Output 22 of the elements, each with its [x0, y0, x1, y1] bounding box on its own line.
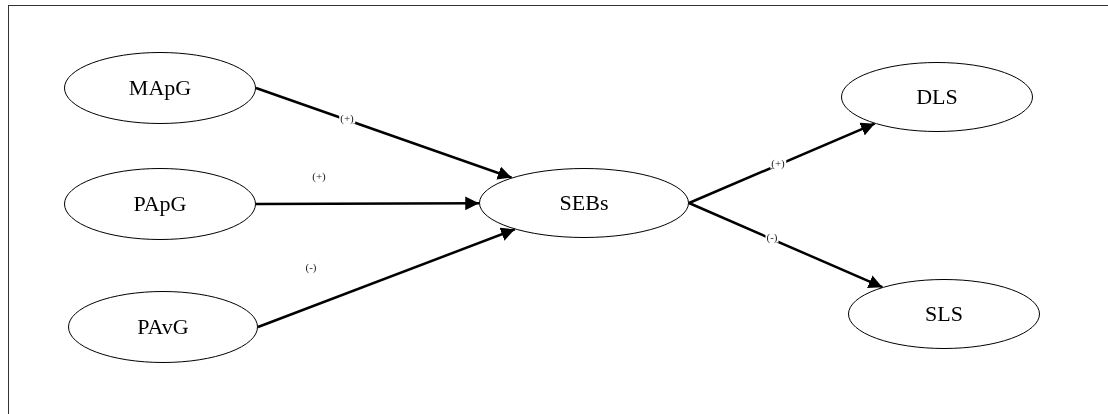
edge-label: (+)	[770, 157, 786, 169]
construct-name: SLS	[925, 303, 963, 325]
edge-label: (+)	[311, 170, 327, 182]
construct-name: PAvG	[137, 316, 189, 338]
arrow	[256, 196, 479, 211]
construct-ellipse	[64, 168, 256, 240]
construct-name: SEBs	[559, 192, 609, 214]
construct-name: DLS	[916, 86, 958, 108]
arrow	[688, 201, 883, 289]
construct-ellipse	[68, 291, 258, 363]
construct-ellipse	[64, 52, 256, 124]
construct-name: PApG	[133, 193, 187, 215]
arrow	[688, 122, 876, 205]
construct-ellipse	[841, 62, 1033, 132]
arrow	[255, 86, 513, 180]
construct-name: MApG	[128, 77, 192, 99]
construct-ellipse	[479, 168, 689, 238]
construct-ellipse	[848, 279, 1040, 349]
edge-label: (-)	[304, 261, 318, 273]
arrow	[257, 227, 516, 329]
edge-label: (-)	[765, 231, 779, 243]
edge-label: (+)	[339, 112, 355, 124]
